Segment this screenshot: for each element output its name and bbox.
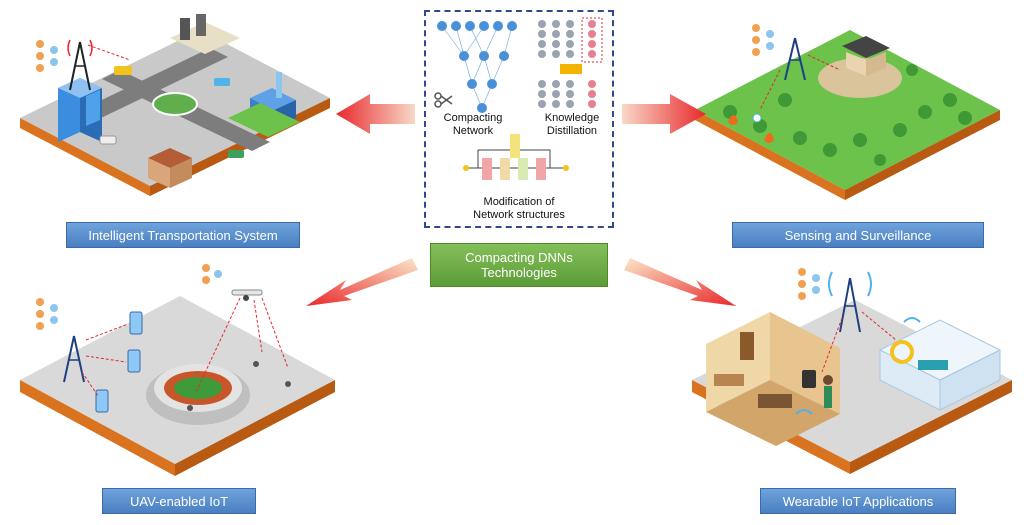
uav-label: UAV-enabled IoT [102,488,256,514]
wearable-label: Wearable IoT Applications [760,488,956,514]
its-label: Intelligent Transportation System [66,222,300,248]
scissors-icon [434,92,453,108]
knowledge-distillation-label: Knowledge Distillation [544,112,600,137]
compacting-methods-frame: Compacting Network Knowledge Distillatio… [424,10,614,228]
its-city-scene [20,14,330,196]
methods-sketch [434,17,603,180]
center-title-line2: Technologies [481,265,557,280]
arrow-to-wearable [624,258,736,306]
wearable-home-scene [692,268,1012,474]
sensing-label: Sensing and Surveillance [732,222,984,248]
modification-label: Modification of Network structures [473,196,565,221]
uav-stadium-scene [20,264,335,476]
sensing-forest-scene [695,24,1000,200]
center-title-box: Compacting DNNs Technologies [430,243,608,287]
compacting-network-label: Compacting Network [443,112,503,137]
arrow-to-uav [306,258,418,306]
center-title-line1: Compacting DNNs [465,250,573,265]
arrow-to-its [336,94,415,134]
arrow-to-sensing [622,94,706,134]
